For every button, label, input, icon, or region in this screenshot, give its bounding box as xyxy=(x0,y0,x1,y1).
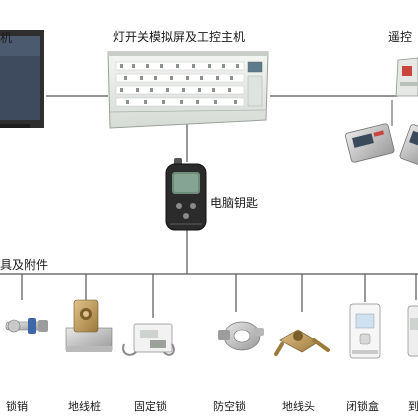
remote-units-image xyxy=(345,100,418,167)
device-name-3: 固定锁 xyxy=(134,400,167,413)
device-name-2: 地线桩 xyxy=(68,400,101,413)
device-partial-image xyxy=(407,305,418,357)
device-ground-post-image xyxy=(65,299,113,352)
remote-host-image xyxy=(395,57,418,97)
device-lock-pin-image xyxy=(5,318,48,334)
device-name-1: 锁销 xyxy=(6,400,28,413)
device-lock-ring-image xyxy=(218,321,264,351)
device-lock-box-image xyxy=(349,303,381,359)
device-name-7: 到 xyxy=(408,400,418,413)
computer-monitor-image xyxy=(0,30,44,128)
device-name-5: 地线头 xyxy=(282,400,315,413)
device-name-4: 防空锁 xyxy=(213,400,246,413)
simulation-screen-image xyxy=(107,51,269,129)
label-simulation-screen: 灯开关模拟屏及工控主机 xyxy=(113,30,246,44)
device-fixed-lock-image xyxy=(122,323,175,356)
label-computer: 机 xyxy=(0,31,13,45)
device-ground-head-image xyxy=(274,329,330,356)
connection-lines xyxy=(0,95,418,318)
label-remote-control: 遥控 xyxy=(388,30,413,44)
device-name-6: 闭锁盒 xyxy=(346,400,379,413)
label-computer-key: 电脑钥匙 xyxy=(210,196,259,210)
label-tools-section: 具及附件 xyxy=(0,258,49,272)
computer-key-image xyxy=(165,158,207,231)
